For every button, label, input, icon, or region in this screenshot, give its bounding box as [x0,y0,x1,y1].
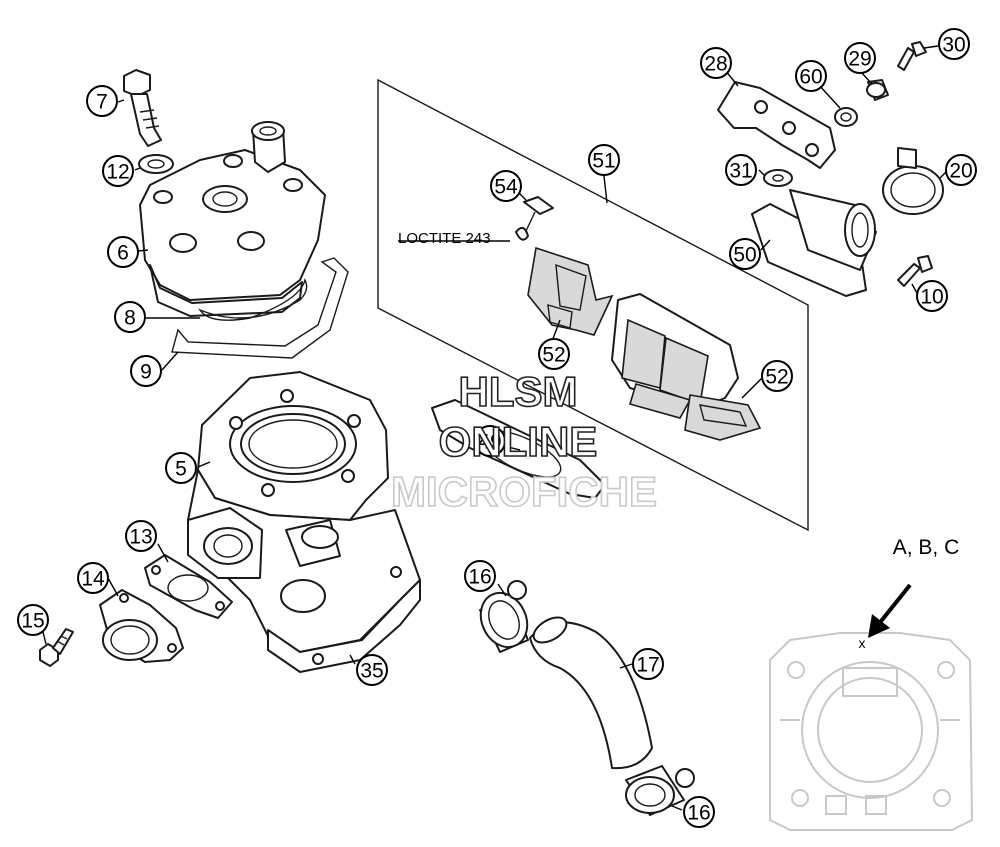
callout-17: 17 [632,648,664,680]
svg-text:5: 5 [175,458,187,481]
callout-31: 31 [725,154,757,186]
svg-text:31: 31 [729,160,752,183]
callout-8: 8 [114,301,146,333]
head-o-ring[interactable] [198,277,308,321]
cylinder[interactable] [187,371,421,673]
callout-10: 10 [916,280,948,312]
reed-valve-block[interactable] [611,293,739,419]
svg-text:13: 13 [129,526,152,549]
svg-text:8: 8 [124,307,136,330]
variant-label: A, B, C [893,536,960,559]
reed-petal-left[interactable] [527,246,614,336]
callout-50: 50 [729,238,761,270]
callout-49: 49 [474,425,506,457]
head-bolt[interactable] [123,69,162,147]
svg-text:28: 28 [704,53,727,76]
reed-screw[interactable] [515,196,554,241]
svg-text:15: 15 [21,610,44,633]
cylinder-top-view: x [769,632,974,831]
exhaust-flange[interactable] [99,589,184,663]
svg-text:20: 20 [949,160,972,183]
svg-text:6: 6 [117,242,129,265]
callout-52-left: 52 [538,338,570,370]
svg-text:52: 52 [542,344,565,367]
callout-16-lower: 16 [683,796,715,828]
leader-lines [42,45,947,811]
callout-6: 6 [107,236,139,268]
svg-text:9: 9 [140,361,152,384]
svg-text:35: 35 [360,660,383,683]
svg-text:52: 52 [765,366,788,389]
head-washer[interactable] [138,154,174,174]
manifold-screw[interactable] [897,255,933,287]
watermark-line-2: ONLINE [439,418,598,465]
callout-16-upper: 16 [464,560,496,592]
svg-text:29: 29 [848,48,871,71]
svg-text:50: 50 [733,244,756,267]
svg-text:17: 17 [636,654,659,677]
flange-bolt[interactable] [39,628,74,667]
mount-screw[interactable] [897,41,927,71]
mark-x: x [859,635,866,651]
callout-12: 12 [102,155,134,187]
svg-text:30: 30 [942,34,965,57]
callout-14: 14 [77,562,109,594]
exhaust-gasket[interactable] [144,554,233,619]
callout-13: 13 [125,520,157,552]
svg-text:16: 16 [687,802,710,825]
callout-5: 5 [165,452,197,484]
reed-petal-right[interactable] [684,394,762,441]
svg-text:14: 14 [81,568,105,591]
spacer-washer[interactable] [834,107,858,127]
variant-arrow [868,583,912,638]
collar-bushing[interactable] [866,79,889,101]
callout-60: 60 [795,60,827,92]
svg-text:54: 54 [494,176,518,199]
callout-30: 30 [938,28,970,60]
watermark-line-3: MICROFICHE [391,468,657,515]
svg-text:7: 7 [96,91,108,114]
callout-20: 20 [945,154,977,186]
callout-54: 54 [490,170,522,202]
watermark-line-1: HLSM [459,368,578,415]
hose-clamp-upper[interactable] [472,580,536,655]
cylinder-head[interactable] [139,121,326,317]
callout-7: 7 [86,85,118,117]
hose-clamp-lower[interactable] [625,765,695,816]
svg-text:49: 49 [478,431,501,454]
callout-51: 51 [588,144,620,176]
bracket[interactable] [717,81,836,169]
head-gasket[interactable] [171,257,349,359]
svg-text:60: 60 [799,66,822,89]
loctite-note: LOCTITE 243 [398,230,491,247]
connecting-hose[interactable] [529,612,653,770]
callout-35: 35 [356,654,388,686]
intake-manifold[interactable] [751,189,877,297]
svg-text:12: 12 [106,161,129,184]
callout-52-right: 52 [761,360,793,392]
svg-text:16: 16 [468,566,491,589]
callout-28: 28 [700,47,732,79]
svg-text:51: 51 [592,150,615,173]
callout-9: 9 [130,355,162,387]
callout-29: 29 [844,42,876,74]
watermark: HLSM ONLINE MICROFICHE [390,367,658,516]
flat-washer[interactable] [763,169,793,187]
svg-text:10: 10 [920,286,943,309]
hose-clamp-intake[interactable] [882,147,944,215]
callout-15: 15 [17,604,49,636]
